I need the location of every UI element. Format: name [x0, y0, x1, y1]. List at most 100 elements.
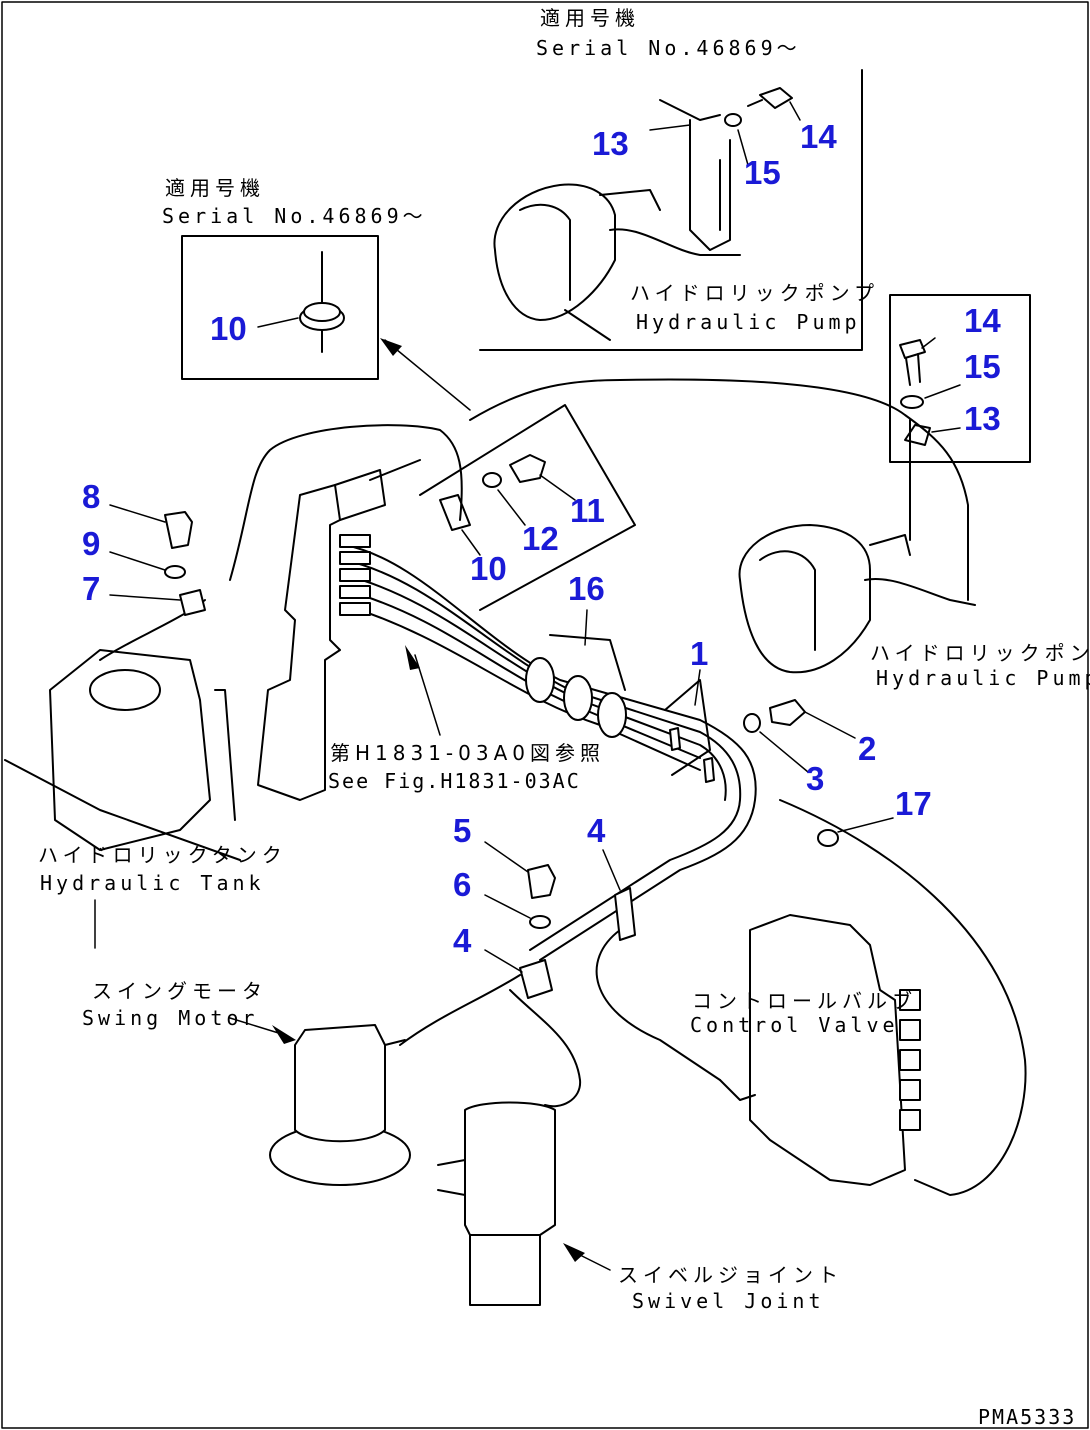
- clamp-1-plate: [664, 679, 711, 776]
- motor-leader: [229, 1017, 286, 1036]
- tank-label-jp: ハイドロリックタンク: [38, 843, 287, 867]
- callout-16[interactable]: 16: [568, 570, 605, 607]
- leader-9: [109, 551, 166, 571]
- inset-pointer-line: [384, 339, 471, 411]
- tank-label-en: Hydraulic Tank: [40, 871, 265, 895]
- clamp-1-b: [703, 757, 715, 783]
- bracket-assembly: 第H1831-03A0図参照 See Fig.H1831-03AC: [257, 459, 600, 801]
- callout-7[interactable]: 7: [82, 570, 100, 607]
- hose-valve-return: [779, 799, 1027, 1196]
- callout-10b[interactable]: 10: [470, 550, 507, 587]
- callout-15a[interactable]: 15: [744, 154, 781, 191]
- pump-right-label-en: Hydraulic Pump: [876, 666, 1090, 690]
- ref-leader: [414, 654, 441, 736]
- clamp-detail-group: 11 12 10: [419, 404, 636, 611]
- leader-6: [484, 894, 531, 919]
- callout-13b[interactable]: 13: [964, 400, 1001, 437]
- top-bolt-shank: [747, 99, 763, 107]
- valve-inlet: [719, 1079, 756, 1101]
- clamp-16-ring-a: [525, 657, 555, 703]
- callout-8[interactable]: 8: [82, 478, 100, 515]
- callout-1[interactable]: 1: [690, 635, 708, 672]
- top-pump-stub: [564, 309, 611, 341]
- top-bolt-head: [759, 87, 793, 109]
- washer-3: [743, 713, 761, 733]
- motor-port: [384, 1039, 406, 1046]
- leader-11: [539, 474, 576, 501]
- clamp-4-upper: [614, 887, 636, 941]
- bolt-11: [509, 454, 546, 483]
- top-inset-serial: Serial No.46869～: [536, 36, 801, 60]
- clamp-1-a: [669, 727, 681, 751]
- valve-spool-3: [899, 1049, 921, 1071]
- callout-6[interactable]: 6: [453, 866, 471, 903]
- pump-right-flange: [759, 550, 816, 651]
- valve-body: [749, 914, 906, 1186]
- valve-spool-1: [899, 989, 921, 1011]
- joint-upper: [464, 1101, 556, 1236]
- callout-14a[interactable]: 14: [800, 118, 837, 155]
- top-inset: 適用号機 Serial No.46869～ ハイドロリックポンプ Hydraul…: [479, 6, 874, 351]
- callout-11[interactable]: 11: [570, 492, 605, 529]
- clamp-4-group: 4 5 6 4: [453, 812, 636, 999]
- callout-5[interactable]: 5: [453, 812, 471, 849]
- motor-label-en: Swing Motor: [82, 1006, 258, 1030]
- hydraulic-tank: 8 9 7 ハイドロリックタンク Hydraulic Tank: [4, 478, 287, 949]
- leader-14a: [789, 101, 801, 121]
- callout-15b[interactable]: 15: [964, 348, 1001, 385]
- fitting-4: [339, 585, 371, 599]
- top-washer: [724, 113, 742, 127]
- hose-left-loop: [229, 424, 463, 581]
- callout-14b[interactable]: 14: [964, 302, 1001, 339]
- right-clamp: [904, 424, 931, 446]
- right-bolt-shank: [905, 353, 921, 386]
- pump-right-label-jp: ハイドロリックポンプ: [870, 641, 1090, 665]
- pump-right-body: [738, 524, 871, 674]
- top-bracket: [689, 119, 731, 251]
- motor-body: [294, 1024, 386, 1143]
- tank-bracket: [214, 689, 236, 821]
- callout-12[interactable]: 12: [522, 520, 559, 557]
- clamp-16-ring-b: [563, 675, 593, 721]
- fitting-3: [339, 568, 371, 582]
- callout-4a[interactable]: 4: [587, 812, 606, 849]
- joint-label-en: Swivel Joint: [632, 1289, 825, 1313]
- callout-13a[interactable]: 13: [592, 125, 629, 162]
- bolt-2: [769, 699, 806, 726]
- bolt-5: [527, 864, 556, 899]
- left-inset: 適用号機 Serial No.46869～ 10: [162, 176, 471, 411]
- callout-3[interactable]: 3: [806, 760, 824, 797]
- leader-15b: [924, 384, 961, 399]
- right-bolt-head: [899, 339, 926, 359]
- leader-5: [484, 841, 529, 873]
- clamp-10b: [439, 494, 471, 531]
- callout-10a[interactable]: 10: [210, 310, 247, 347]
- callout-4b[interactable]: 4: [453, 922, 472, 959]
- callout-2[interactable]: 2: [858, 730, 876, 767]
- washer-12: [482, 472, 502, 488]
- top-inset-title: 適用号機: [540, 6, 640, 30]
- joint-label-jp: スイベルジョイント: [618, 1263, 843, 1287]
- leader-2: [804, 711, 856, 739]
- right-inset: 14 15 13: [889, 294, 1031, 463]
- leader-4a: [602, 849, 621, 891]
- callout-9[interactable]: 9: [82, 525, 100, 562]
- washer-6: [529, 915, 551, 929]
- clamp-16-bracket: [549, 634, 626, 691]
- washer-9: [164, 565, 186, 579]
- leader-10a: [257, 317, 299, 328]
- left-inset-title: 適用号機: [165, 176, 265, 200]
- right-washer: [900, 395, 924, 409]
- clamp-1-group: 1 2 3: [664, 635, 876, 797]
- leader-4b: [484, 949, 523, 973]
- pump-right-fitting: [869, 534, 911, 556]
- callout-17[interactable]: 17: [895, 785, 932, 822]
- top-pump-pipe: [609, 228, 741, 256]
- joint-lower: [469, 1234, 541, 1306]
- leader-3: [759, 731, 809, 773]
- leader-13a: [649, 124, 691, 131]
- top-clamp: [659, 99, 721, 121]
- swing-motor: スイングモータ Swing Motor: [82, 979, 411, 1186]
- top-pump-fitting: [599, 189, 661, 211]
- bracket-plate: [257, 484, 341, 801]
